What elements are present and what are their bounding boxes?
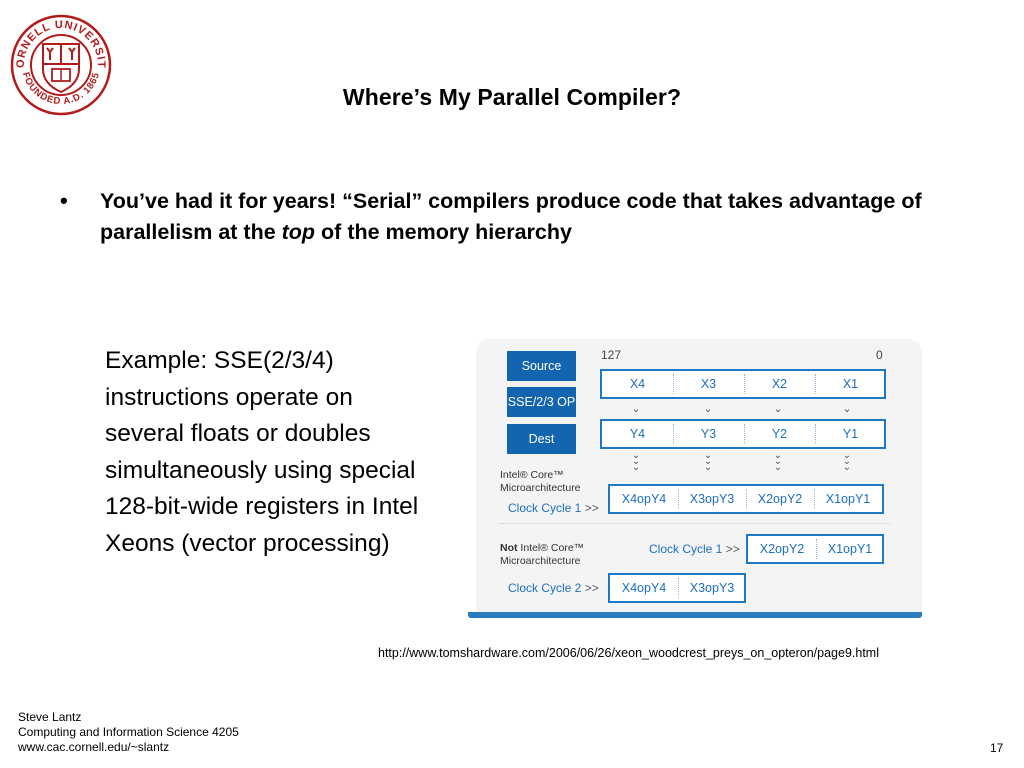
notcore-clock1-label: Clock Cycle 1 >>: [649, 542, 740, 556]
core-result-register: X4opY4 X3opY3 X2opY2 X1opY1: [608, 484, 884, 514]
notcore-clock2-label: Clock Cycle 2 >>: [508, 581, 599, 595]
register-cell: X4opY4: [621, 581, 667, 595]
footer-author: Steve Lantz: [18, 710, 82, 724]
notcore-result-register-2: X4opY4 X3opY3: [608, 573, 746, 603]
triple-chevron-icon: ⌄⌄⌄: [842, 450, 852, 473]
footer: Steve Lantz Computing and Information Sc…: [18, 710, 239, 755]
triple-chevron-icon: ⌄⌄⌄: [631, 450, 641, 473]
register-cell: Y1: [842, 427, 859, 441]
example-paragraph: Example: SSE(2/3/4) instructions operate…: [105, 347, 419, 557]
source-label: Source: [507, 351, 576, 381]
register-cell: X3opY3: [689, 581, 735, 595]
cornell-seal-logo: CORNELL UNIVERSITY FOUNDED A.D. 1865: [10, 14, 112, 116]
bullet-text-emphasis: top: [281, 220, 316, 244]
triple-chevron-icon: ⌄⌄⌄: [773, 450, 783, 473]
register-cell: X1opY1: [825, 492, 871, 506]
core-arch-label: Intel® Core™ Microarchitecture: [500, 469, 581, 494]
register-cell: Y3: [700, 427, 717, 441]
register-cell: X1opY1: [827, 542, 873, 556]
bullet-text-part1: You’ve had it for years! “Serial” compil…: [100, 189, 922, 244]
chevron-down-icon: ⌄: [842, 403, 852, 415]
register-cell: X1: [842, 377, 859, 391]
register-cell: Y4: [629, 427, 646, 441]
register-cell: X2opY2: [759, 542, 805, 556]
footer-course: Computing and Information Science 4205: [18, 725, 239, 739]
sse-op-label: SSE/2/3 OP: [507, 387, 576, 417]
notcore-arch-label: Not Intel® Core™ Microarchitecture: [500, 542, 585, 567]
bullet-text-part2: of the memory hierarchy: [315, 220, 572, 244]
register-cell: X2: [771, 377, 788, 391]
bullet-text: You’ve had it for years! “Serial” compil…: [100, 186, 960, 248]
section-divider: [500, 523, 890, 524]
source-url-link[interactable]: http://www.tomshardware.com/2006/06/26/x…: [378, 646, 879, 660]
sse-diagram: Source SSE/2/3 OP Dest 127 0 X4 X3 X2 X1…: [468, 333, 922, 618]
chevron-down-icon: ⌄: [773, 403, 783, 415]
source-register: X4 X3 X2 X1: [600, 369, 886, 399]
register-cell: X4: [629, 377, 646, 391]
notcore-result-register-1: X2opY2 X1opY1: [746, 534, 884, 564]
chevron-down-icon: ⌄: [703, 403, 713, 415]
register-cell: X3: [700, 377, 717, 391]
triple-chevron-icon: ⌄⌄⌄: [703, 450, 713, 473]
footer-site: www.cac.cornell.edu/~slantz: [18, 740, 170, 754]
bullet-mark: •: [60, 188, 68, 213]
page-number: 17: [990, 741, 1004, 755]
chevron-down-icon: ⌄: [631, 403, 641, 415]
dest-register: Y4 Y3 Y2 Y1: [600, 419, 886, 449]
register-cell: X3opY3: [689, 492, 735, 506]
core-clock-label: Clock Cycle 1 >>: [508, 501, 599, 515]
dest-label: Dest: [507, 424, 576, 454]
register-cell: X4opY4: [621, 492, 667, 506]
slide-title: Where’s My Parallel Compiler?: [342, 84, 682, 110]
bit-high-label: 127: [601, 348, 622, 362]
register-cell: Y2: [771, 427, 788, 441]
register-cell: X2opY2: [757, 492, 803, 506]
bit-low-label: 0: [876, 348, 883, 362]
diagram-accent-bar: [468, 612, 922, 618]
